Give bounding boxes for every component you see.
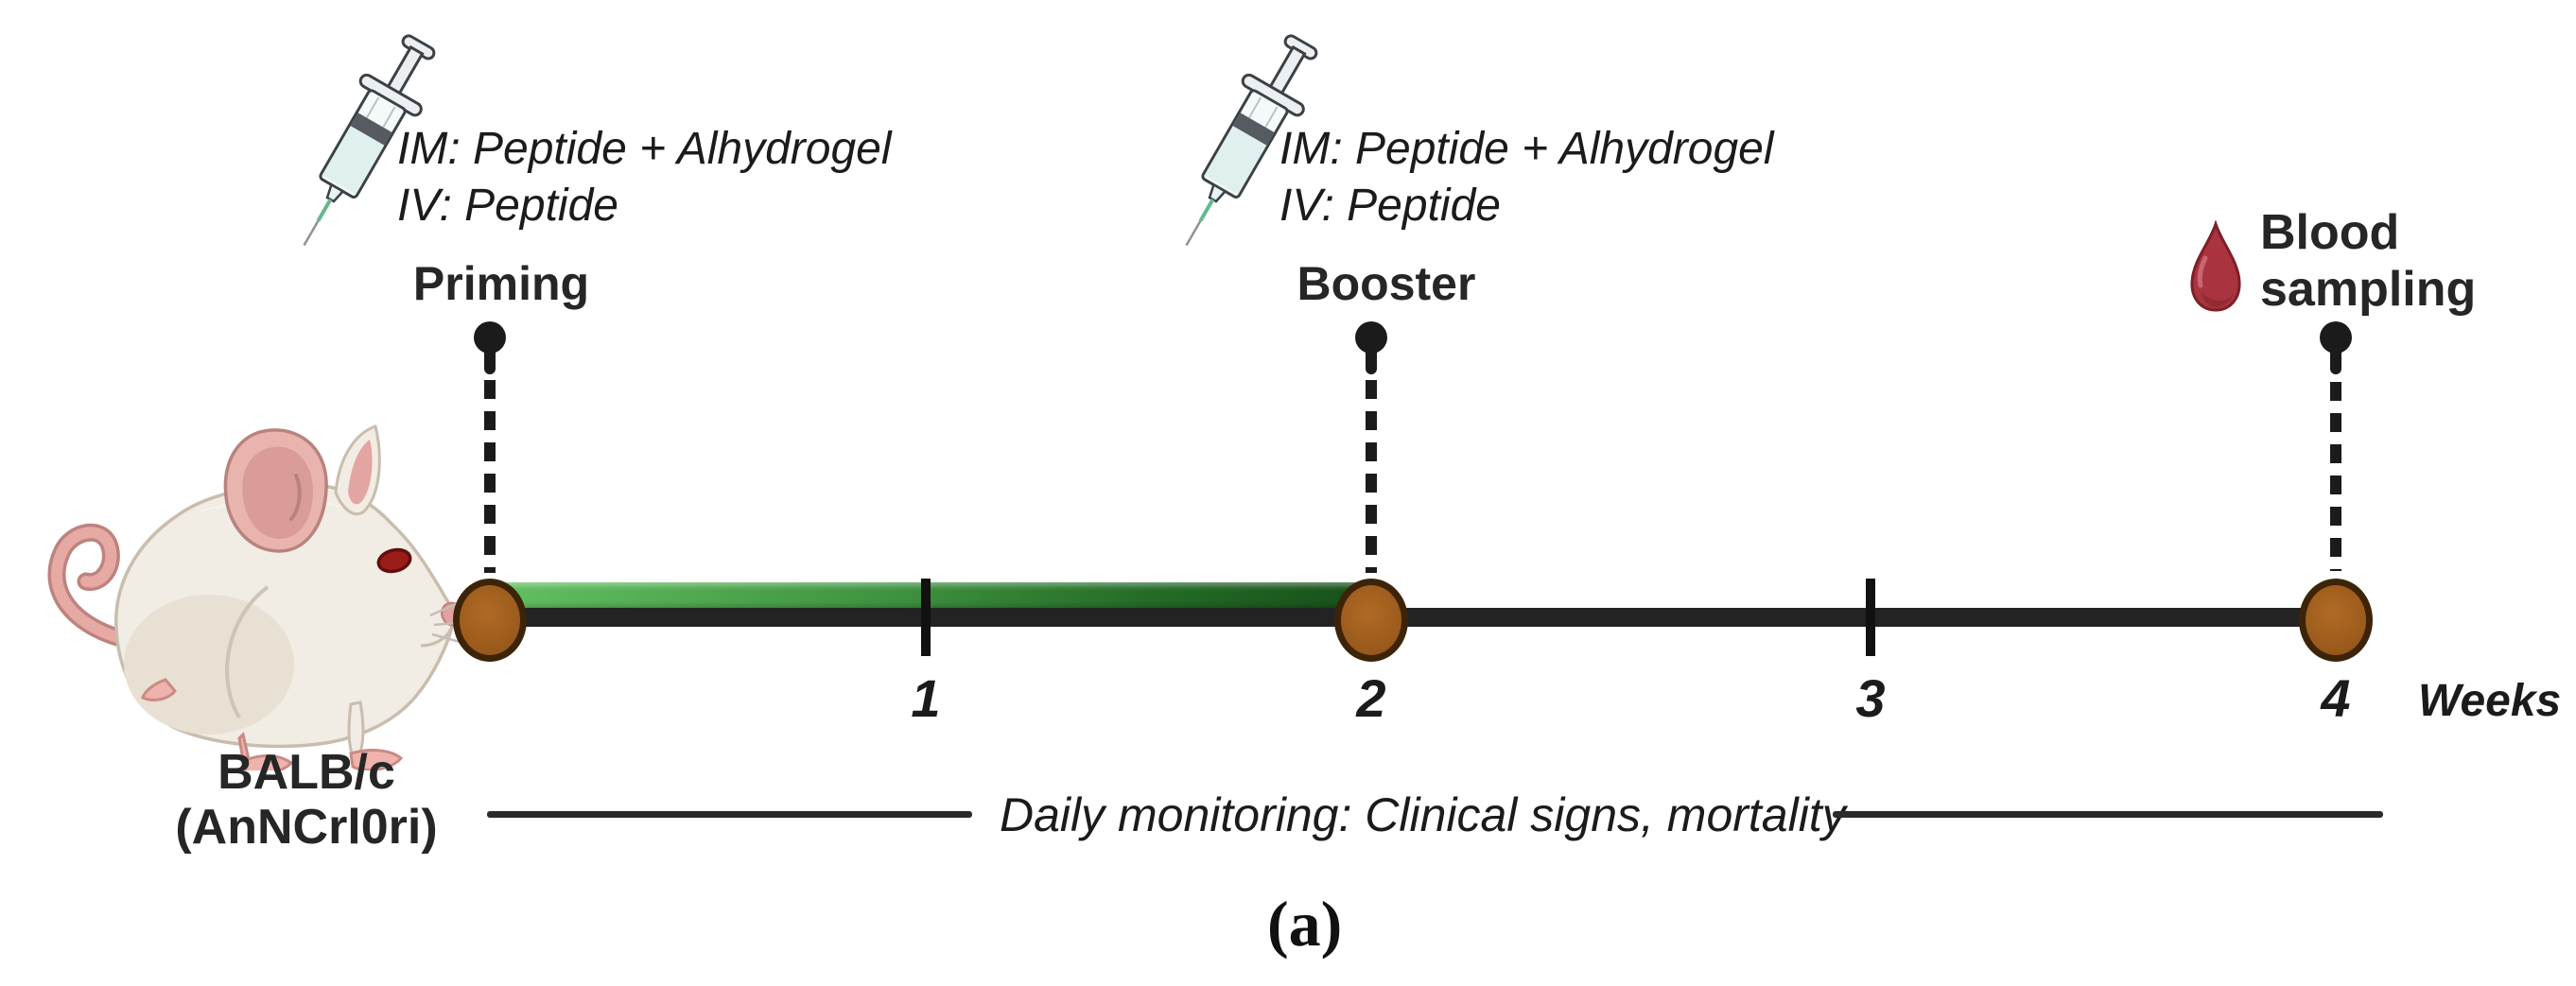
week-3-tick: [1866, 579, 1875, 656]
figure-caption: (a): [1267, 888, 1343, 960]
timeline-node-week0: [453, 579, 527, 662]
monitoring-line-right: [1833, 811, 2383, 818]
timeline-bar: [478, 608, 2355, 627]
immunization-interval-band: [490, 582, 1371, 608]
pin-head: [1355, 321, 1387, 354]
week-label-2: 2: [1356, 668, 1386, 728]
timeline-node-week2: [1334, 579, 1408, 662]
priming-route-iv: IV: Peptide: [397, 181, 618, 231]
week-label-3: 3: [1855, 668, 1886, 728]
week-1-tick: [921, 579, 931, 656]
booster-injection-routes: IM: Peptide + Alhydrogel IV: Peptide: [1279, 121, 1774, 234]
pin-stem: [484, 350, 496, 374]
pin-head: [474, 321, 506, 354]
syringe-icon: [268, 17, 457, 272]
booster-marker-pin: [1355, 321, 1387, 374]
monitoring-text: Daily monitoring: Clinical signs, mortal…: [1000, 788, 1846, 841]
booster-route-iv: IV: Peptide: [1279, 181, 1501, 231]
blood-label-line2: sampling: [2260, 262, 2477, 317]
priming-injection-routes: IM: Peptide + Alhydrogel IV: Peptide: [397, 121, 892, 234]
syringe-icon: [1150, 17, 1339, 272]
strain-name: BALB/c: [218, 745, 395, 800]
monitoring-line-left: [487, 811, 972, 818]
mouse-illustration: [24, 402, 479, 775]
priming-dashed-connector: [484, 380, 496, 573]
priming-label: Priming: [412, 257, 590, 310]
pin-head: [2320, 321, 2352, 354]
priming-marker-pin: [474, 321, 506, 374]
week-label-1: 1: [911, 668, 941, 728]
substrain-name: (AnNCrl0ri): [175, 800, 438, 855]
blood-drop-icon: [2187, 219, 2244, 315]
pin-stem: [1366, 350, 1377, 374]
blood-sampling-marker-pin: [2320, 321, 2352, 374]
timeline-node-week4: [2299, 579, 2373, 662]
mouse-strain-label: BALB/c (AnNCrl0ri): [117, 745, 496, 855]
week-label-4: 4: [2321, 668, 2351, 728]
blood-label-line1: Blood: [2260, 205, 2400, 260]
priming-route-im: IM: Peptide + Alhydrogel: [397, 124, 892, 174]
pin-stem: [2330, 350, 2341, 374]
booster-label: Booster: [1297, 257, 1476, 310]
weeks-axis-label: Weeks: [2418, 676, 2562, 726]
booster-dashed-connector: [1366, 380, 1377, 573]
blood-sampling-dashed-connector: [2330, 382, 2341, 571]
booster-route-im: IM: Peptide + Alhydrogel: [1279, 124, 1774, 174]
blood-sampling-label: Blood sampling: [2260, 204, 2476, 318]
